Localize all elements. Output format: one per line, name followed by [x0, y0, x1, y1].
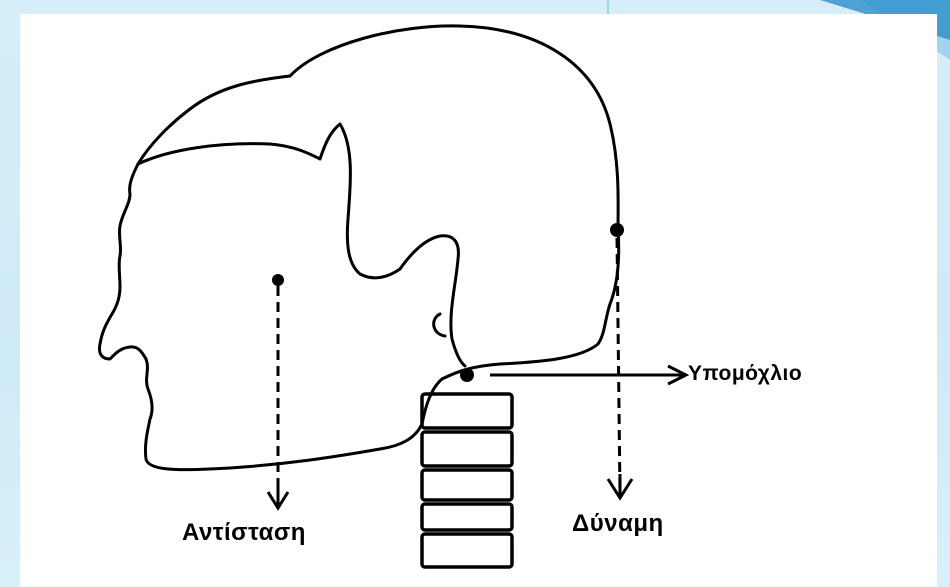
resistance-point — [272, 274, 284, 286]
resistance-vector — [268, 274, 288, 508]
force-label: Δύναμη — [572, 510, 664, 538]
ear-outline — [434, 314, 445, 336]
hairline — [138, 124, 465, 366]
fulcrum-label: Υπομόχλιο — [688, 362, 802, 386]
fulcrum-pointer — [460, 366, 686, 384]
fulcrum-point — [460, 368, 474, 382]
force-vector — [608, 223, 632, 498]
resistance-label: Αντίσταση — [182, 519, 306, 547]
cervical-vertebrae — [422, 394, 512, 567]
head-lever-diagram — [20, 14, 937, 587]
figure-panel: Υπομόχλιο Αντίσταση Δύναμη — [20, 14, 937, 587]
head-outline — [99, 26, 618, 470]
force-point — [610, 223, 624, 237]
